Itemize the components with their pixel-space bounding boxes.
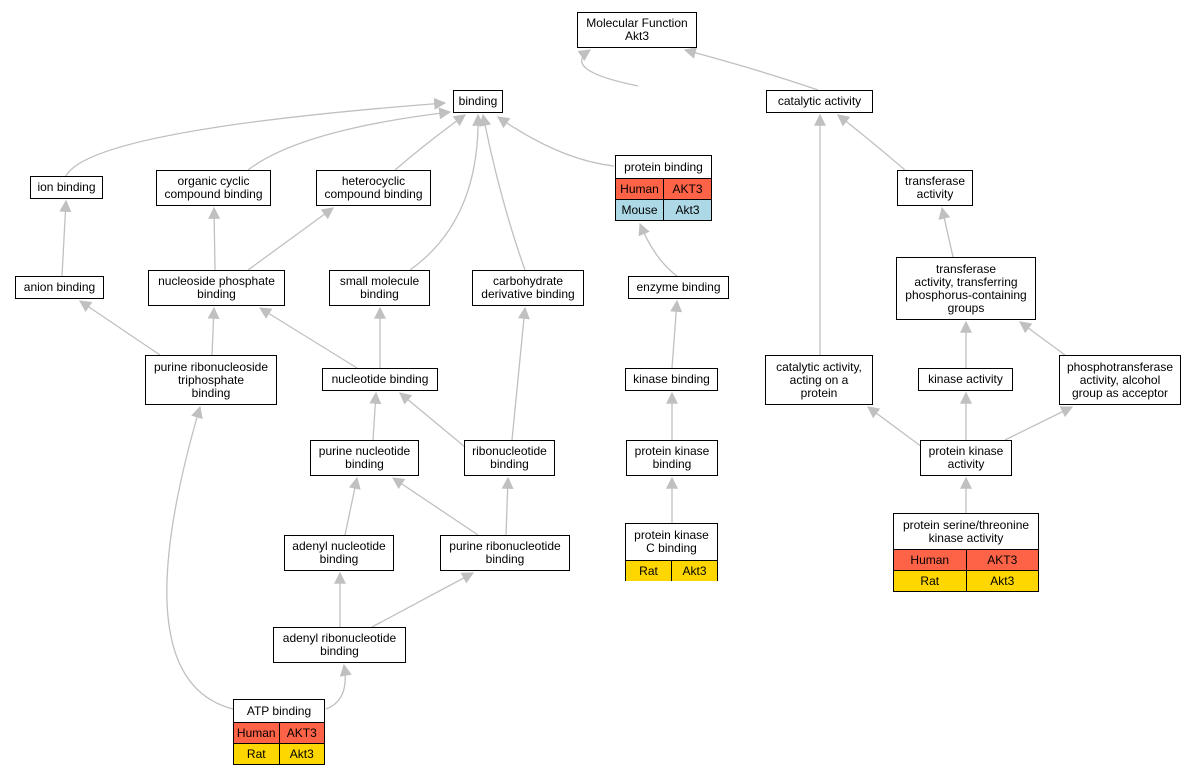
gene-cell: Akt3 — [278, 744, 325, 764]
species-cell: Human — [236, 725, 276, 740]
annotation-row-mouse: Mouse Akt3 — [616, 199, 711, 220]
species-cell: Human — [910, 552, 950, 567]
node-protein-kinase-activity[interactable]: protein kinase activity — [920, 440, 1012, 476]
node-ribonucleotide-binding[interactable]: ribonucleotide binding — [464, 440, 555, 476]
annotation-row-rat: Rat Akt3 — [626, 560, 717, 581]
node-protein-serine-threonine-kinase-activity[interactable]: protein serine/threonine kinase activity… — [893, 513, 1039, 592]
gene-cell: Akt3 — [965, 571, 1039, 591]
node-purine-nucleotide-binding[interactable]: purine nucleotide binding — [310, 440, 419, 476]
node-kinase-binding[interactable]: kinase binding — [625, 368, 718, 391]
edge-ion-binding-to-binding — [65, 97, 447, 177]
edge-transferase-to-catalytic — [837, 114, 906, 171]
edge-protein-kinase-activity-to-phosphotransferase — [1004, 406, 1074, 441]
node-anion-binding[interactable]: anion binding — [15, 276, 104, 299]
node-ion-binding[interactable]: ion binding — [30, 176, 103, 199]
edge-atp-to-purine-rnstp — [166, 405, 234, 710]
node-protein-kinase-binding[interactable]: protein kinase binding — [626, 440, 718, 476]
node-molecular-function[interactable]: Molecular Function Akt3 — [577, 12, 697, 48]
gene-cell: Akt3 — [663, 200, 711, 220]
annotation-row-human: Human AKT3 — [616, 178, 711, 199]
edge-nucleotide-to-nucleoside-phosphate — [258, 307, 358, 369]
node-protein-binding[interactable]: protein binding Human AKT3 Mouse Akt3 — [615, 155, 712, 221]
edge-purine-ribonucleotide-to-ribonucleotide — [501, 476, 514, 536]
node-purine-ribonucleoside-triphosphate-binding[interactable]: purine ribonucleoside triphosphate bindi… — [145, 355, 277, 405]
annotation-row-rat: Rat Akt3 — [234, 743, 324, 764]
edge-anion-to-ion-binding — [59, 199, 72, 277]
edge-purine-rnstp-to-anion — [79, 300, 161, 356]
gene-cell: Akt3 — [671, 561, 717, 581]
edge-purine-nucleotide-to-nucleotide — [369, 391, 382, 441]
edge-purine-rnstp-to-nucleoside-phosphate — [207, 306, 220, 356]
node-nucleotide-binding[interactable]: nucleotide binding — [322, 368, 438, 391]
edge-atp-to-adenyl-ribonucleotide — [325, 663, 352, 710]
edge-ribonucleotide-to-carbohydrate — [511, 306, 530, 441]
node-binding[interactable]: binding — [453, 90, 503, 113]
annotation-row-human: Human AKT3 — [234, 722, 324, 743]
node-organic-cyclic-compound-binding[interactable]: organic cyclic compound binding — [156, 170, 271, 206]
species-cell: Rat — [246, 746, 266, 761]
edge-kinase-binding-to-enzyme — [670, 299, 683, 369]
edge-organic-cyclic-to-binding — [247, 107, 452, 171]
edge-transferase-p-to-transferase — [938, 206, 954, 258]
node-phosphotransferase-activity[interactable]: phosphotransferase activity, alcohol gro… — [1059, 355, 1181, 405]
node-atp-binding[interactable]: ATP binding Human AKT3 Rat Akt3 — [233, 699, 325, 765]
node-catalytic-activity[interactable]: catalytic activity — [766, 90, 873, 113]
node-adenyl-nucleotide-binding[interactable]: adenyl nucleotide binding — [284, 535, 394, 571]
node-enzyme-binding[interactable]: enzyme binding — [628, 276, 729, 299]
edge-nucleoside-phosphate-to-heterocyclic — [247, 207, 334, 271]
node-purine-ribonucleotide-binding[interactable]: purine ribonucleotide binding — [440, 535, 570, 571]
species-cell: Human — [620, 181, 659, 196]
gene-cell: AKT3 — [278, 723, 325, 743]
species-cell: Rat — [920, 573, 940, 588]
edge-adenyl-nucleotide-to-purine-nucleotide — [344, 476, 361, 536]
node-carbohydrate-derivative-binding[interactable]: carbohydrate derivative binding — [472, 270, 584, 306]
edge-adenyl-ribonucleotide-to-purine-ribonucleotide — [371, 572, 475, 628]
node-nucleoside-phosphate-binding[interactable]: nucleoside phosphate binding — [148, 270, 285, 306]
edge-ribonucleotide-to-nucleotide — [399, 392, 466, 448]
edge-carbohydrate-to-binding — [479, 113, 526, 271]
annotation-row-rat: Rat Akt3 — [894, 570, 1038, 591]
gene-cell: AKT3 — [663, 179, 711, 199]
gene-cell: AKT3 — [965, 550, 1039, 570]
node-transferase-activity[interactable]: transferase activity — [897, 170, 973, 206]
node-protein-kinase-c-binding[interactable]: protein kinase C binding Rat Akt3 — [625, 523, 718, 581]
annotation-row-human: Human AKT3 — [894, 549, 1038, 570]
edge-catalytic-to-mf — [683, 46, 819, 91]
edge-heterocyclic-to-binding — [394, 114, 466, 171]
species-cell: Mouse — [621, 202, 658, 217]
edge-small-molecule-to-binding — [409, 113, 485, 271]
edge-nucleoside-phosphate-to-organic-cyclic — [208, 206, 221, 271]
node-catalytic-activity-on-protein[interactable]: catalytic activity, acting on a protein — [765, 355, 873, 405]
species-cell: Rat — [639, 563, 658, 578]
node-adenyl-ribonucleotide-binding[interactable]: adenyl ribonucleotide binding — [273, 627, 406, 663]
edge-protein-kinase-activity-to-catalytic-protein — [867, 406, 923, 448]
edge-phosphotransferase-to-transferase-p — [1019, 321, 1066, 356]
edge-enzyme-to-protein-binding — [638, 222, 678, 277]
node-transferase-phosphorus-groups[interactable]: transferase activity, transferring phosp… — [896, 257, 1036, 320]
edge-purine-ribonucleotide-to-purine-nucleotide — [392, 477, 479, 536]
node-heterocyclic-compound-binding[interactable]: heterocyclic compound binding — [316, 170, 431, 206]
edge-protein-binding-to-binding — [497, 116, 615, 167]
node-small-molecule-binding[interactable]: small molecule binding — [329, 270, 430, 306]
edge-binding-to-mf — [577, 49, 639, 87]
node-kinase-activity[interactable]: kinase activity — [918, 368, 1013, 391]
